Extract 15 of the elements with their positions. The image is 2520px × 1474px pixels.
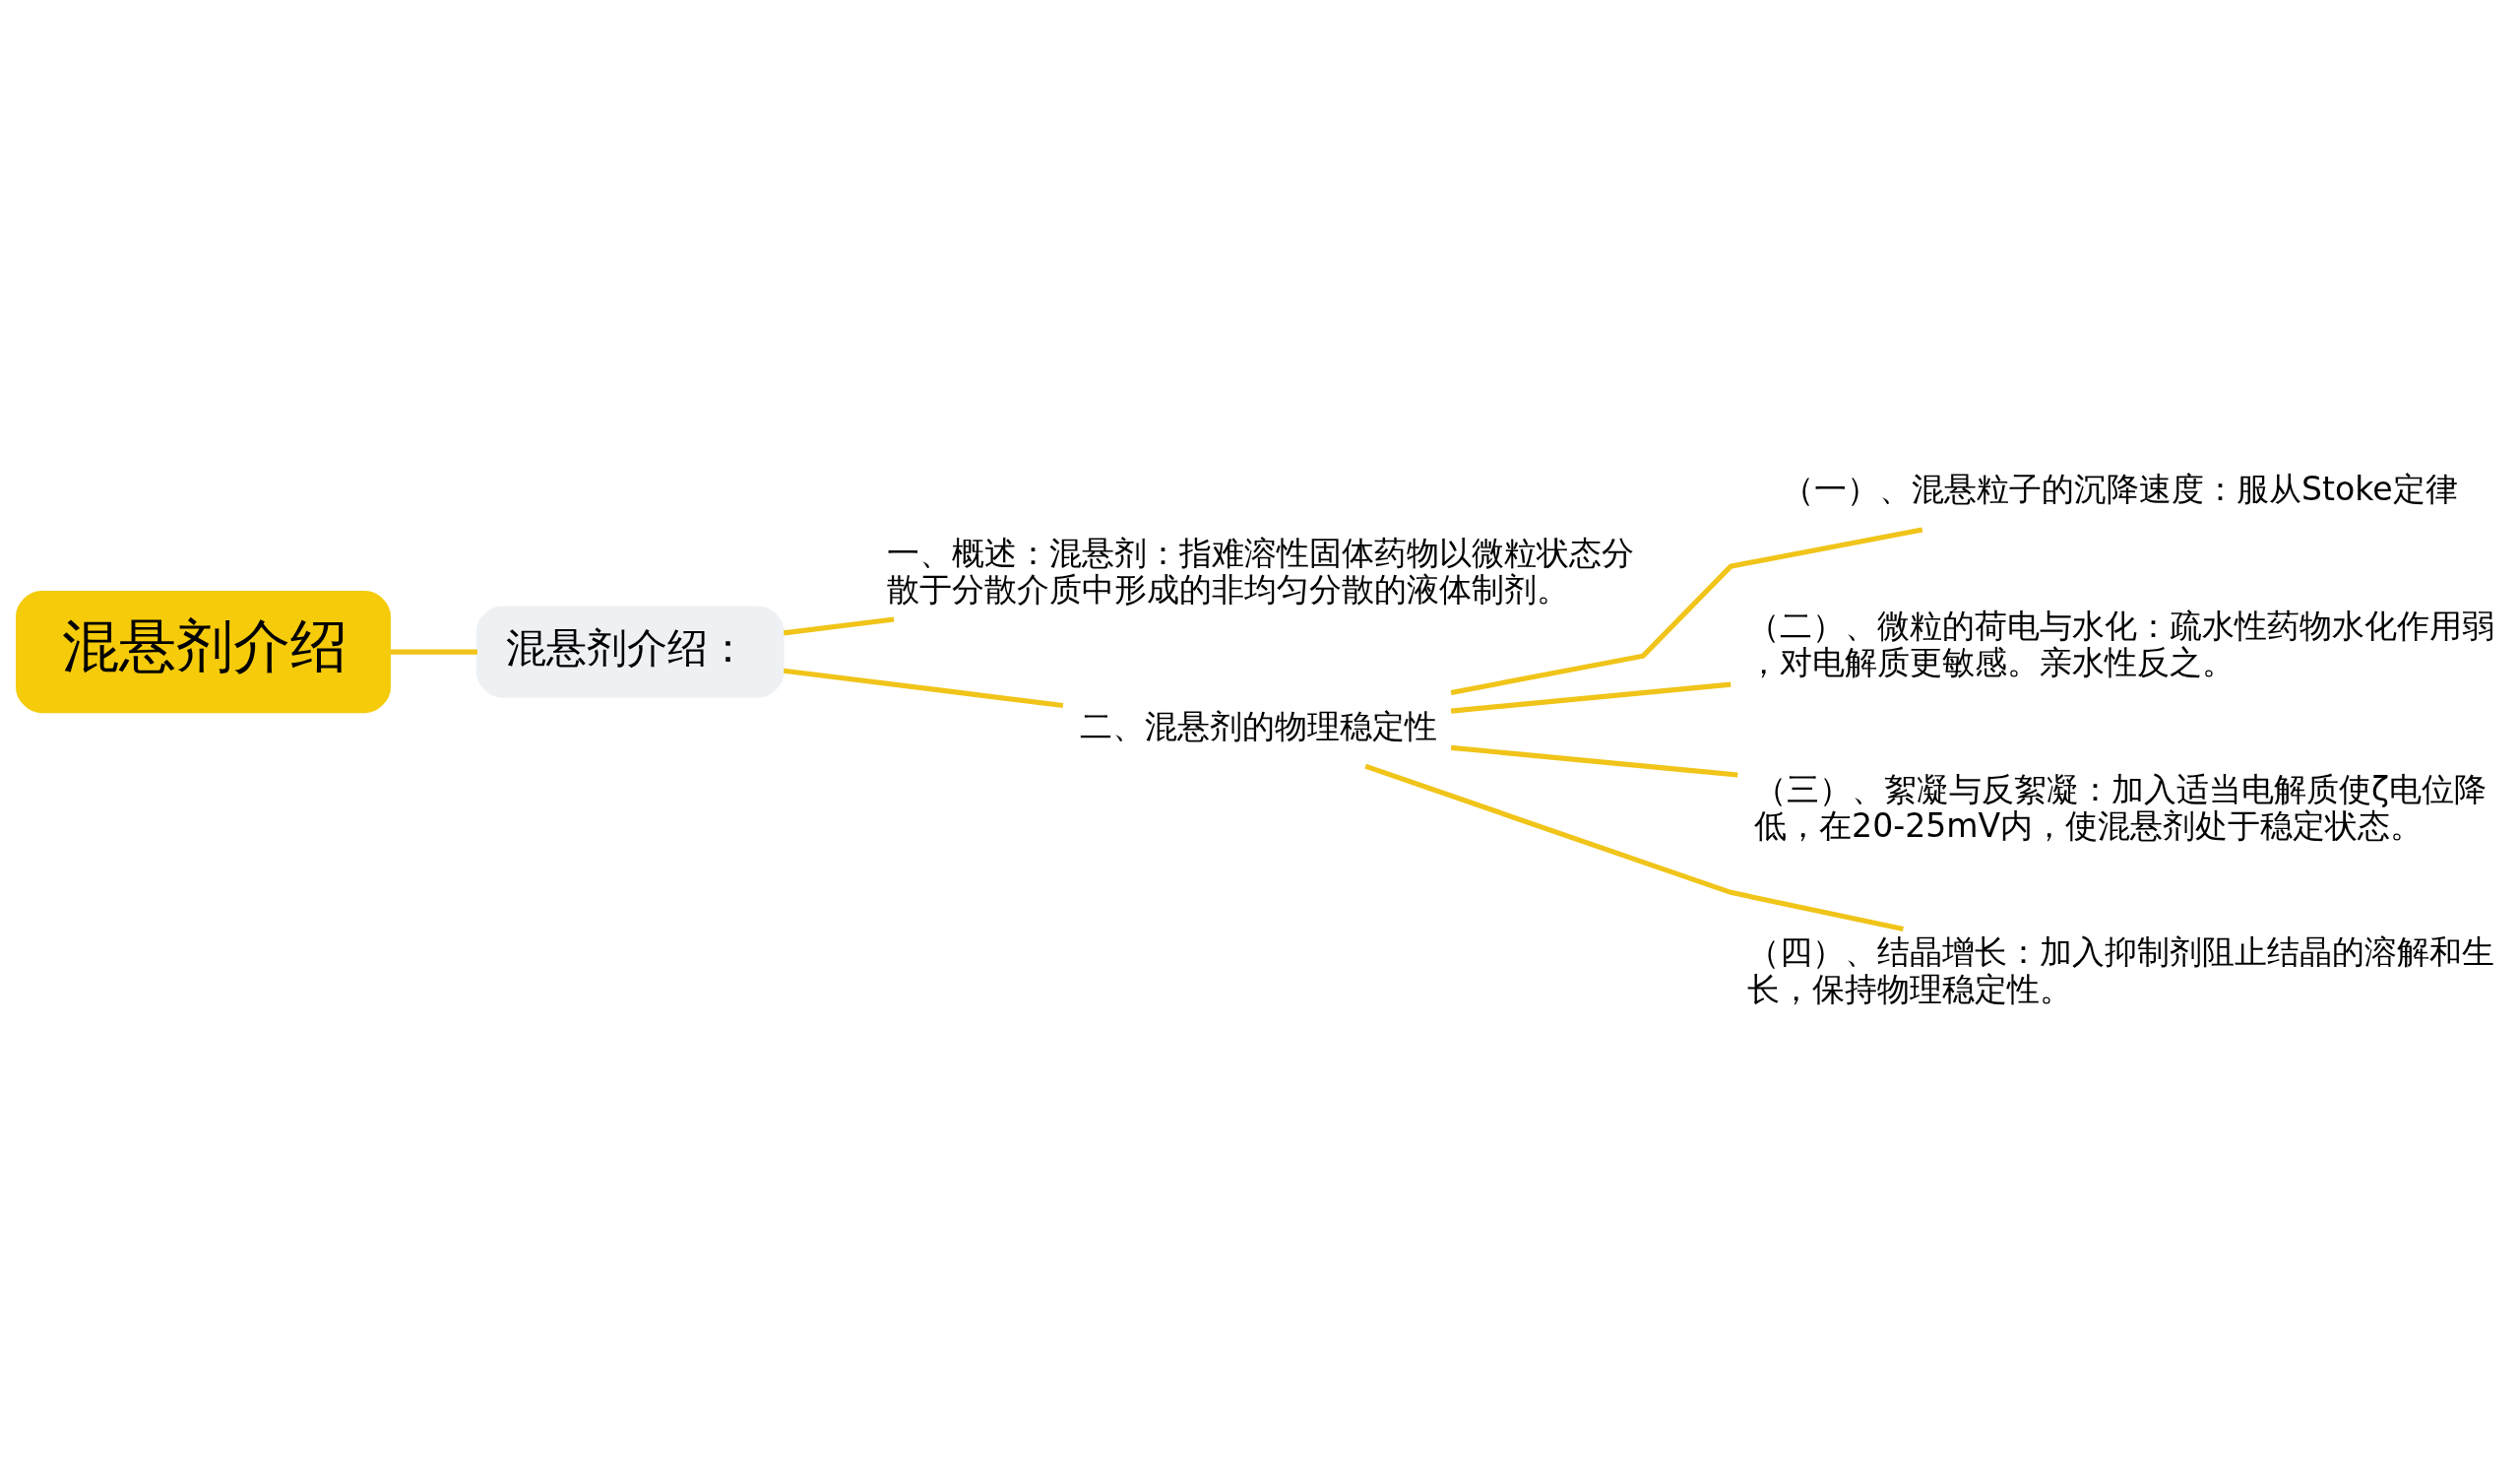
node-text: （二）、微粒的荷电与水化：疏水性药物水化作用弱，对电解质更敏感。亲水性反之。 [1746, 606, 2494, 681]
node-text: （四）、结晶增长：加入抑制剂阻止结晶的溶解和生长，保持物理稳定性。 [1746, 931, 2494, 1008]
node-text: 二、混悬剂的物理稳定性 [1079, 706, 1437, 745]
connector [1364, 763, 1904, 931]
node-text: （三）、絮凝与反絮凝：加入适当电解质使ζ电位降低，在20-25mV内，使混悬剂处于稳定状态。 [1754, 769, 2488, 845]
node-text: 一、概述：混悬剂：指难溶性固体药物以微粒状态分散于分散介质中形成的非均匀分散的液体制剂。 [887, 533, 1635, 609]
connector [390, 648, 477, 655]
node-box: 混悬剂介绍 [16, 590, 391, 713]
node-box: 混悬剂介绍： [475, 605, 785, 698]
connector [783, 615, 895, 635]
node-text: （一）、混悬粒子的沉降速度：服从Stoke定律 [1782, 469, 2458, 508]
connector [1450, 744, 1738, 778]
connector [783, 668, 1064, 708]
connector [1450, 681, 1732, 714]
connector [1450, 526, 1923, 695]
